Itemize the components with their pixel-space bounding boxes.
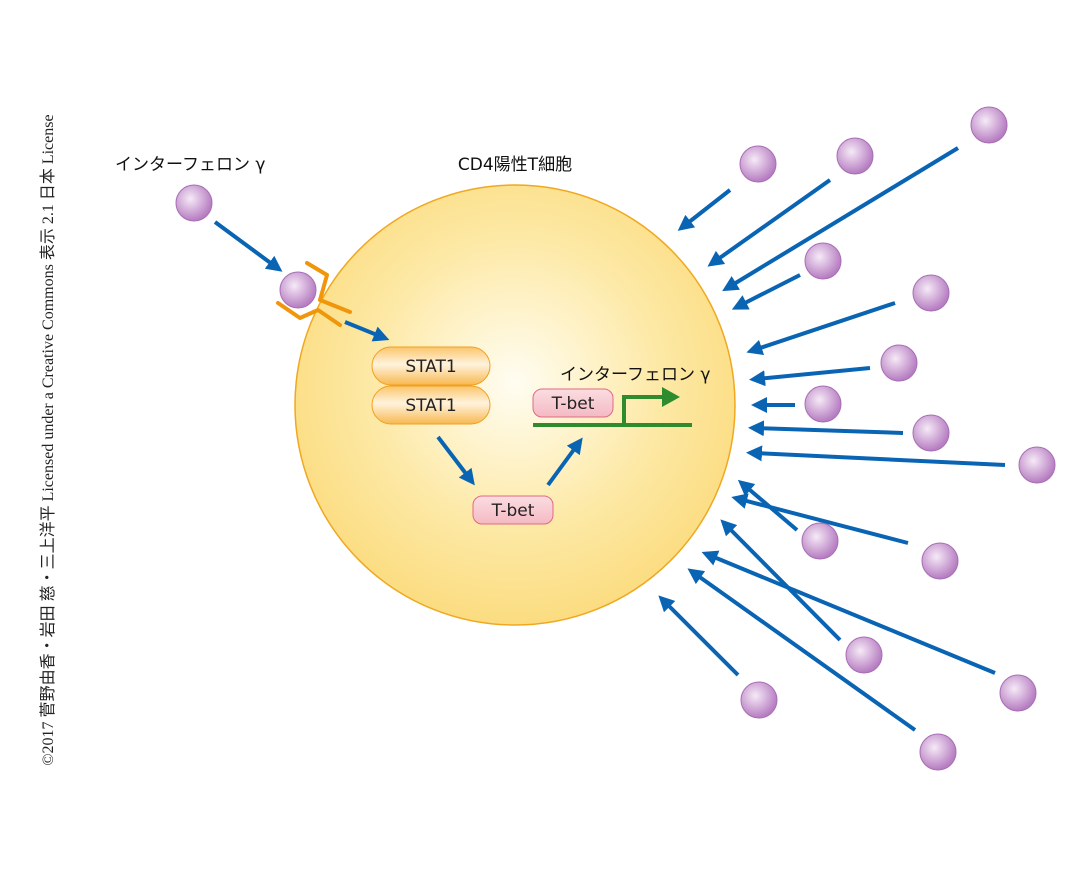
ifng-molecule (175, 184, 213, 222)
arrow (731, 493, 909, 545)
ifng-molecule (999, 674, 1037, 712)
arrow (677, 188, 732, 231)
ifng-label: インターフェロン γ (115, 155, 265, 175)
tbet-cyto-label: T-bet (491, 501, 535, 521)
cd4-t-cell (294, 184, 736, 626)
gene-promoter: T-bet インターフェロン γ (532, 365, 710, 427)
tbet-promoter-label: T-bet (551, 394, 595, 414)
arrow (436, 435, 475, 486)
stat1-top: STAT1 (405, 357, 456, 377)
arrow (722, 146, 960, 292)
arrow (749, 366, 871, 387)
ifng-molecule (1018, 446, 1056, 484)
arrow (748, 420, 904, 437)
ifng-molecule (919, 733, 957, 771)
arrow (701, 550, 996, 675)
credit-text: ©2017 菅野由香・岩田 慈・三上洋平 Licensed under a Cr… (40, 114, 57, 766)
ifng-molecule (845, 636, 883, 674)
ifng-molecule (912, 274, 950, 312)
ifng-molecule (970, 106, 1008, 144)
ifng-molecule (804, 385, 842, 423)
arrow (746, 301, 896, 356)
receptor (276, 261, 352, 327)
arrows (213, 146, 1006, 732)
arrow (687, 568, 917, 732)
ifng-gene-label: インターフェロン γ (560, 365, 710, 385)
ifng-molecule (740, 681, 778, 719)
ifng-molecule (912, 414, 950, 452)
stat1-dimer: STAT1 STAT1 (371, 346, 491, 425)
arrow (720, 519, 842, 642)
arrow (344, 320, 390, 342)
arrow (658, 595, 740, 677)
ifng-molecule (801, 522, 839, 560)
arrow (213, 220, 283, 272)
cell-label: CD4陽性T細胞 (458, 155, 572, 175)
ifng-molecule (279, 271, 317, 309)
arrow (731, 273, 801, 310)
transcription-arrow-icon (662, 387, 680, 407)
stat1-bottom: STAT1 (405, 396, 456, 416)
arrow (546, 437, 583, 487)
ifng-molecule (739, 145, 777, 183)
ifng-molecule (804, 242, 842, 280)
ifng-molecule (880, 344, 918, 382)
ifng-molecule (921, 542, 959, 580)
arrow (746, 445, 1006, 467)
tbet-cytoplasm: T-bet (472, 495, 554, 525)
ifng-molecule (836, 137, 874, 175)
ifng-molecules (175, 106, 1056, 771)
arrow (707, 178, 832, 267)
